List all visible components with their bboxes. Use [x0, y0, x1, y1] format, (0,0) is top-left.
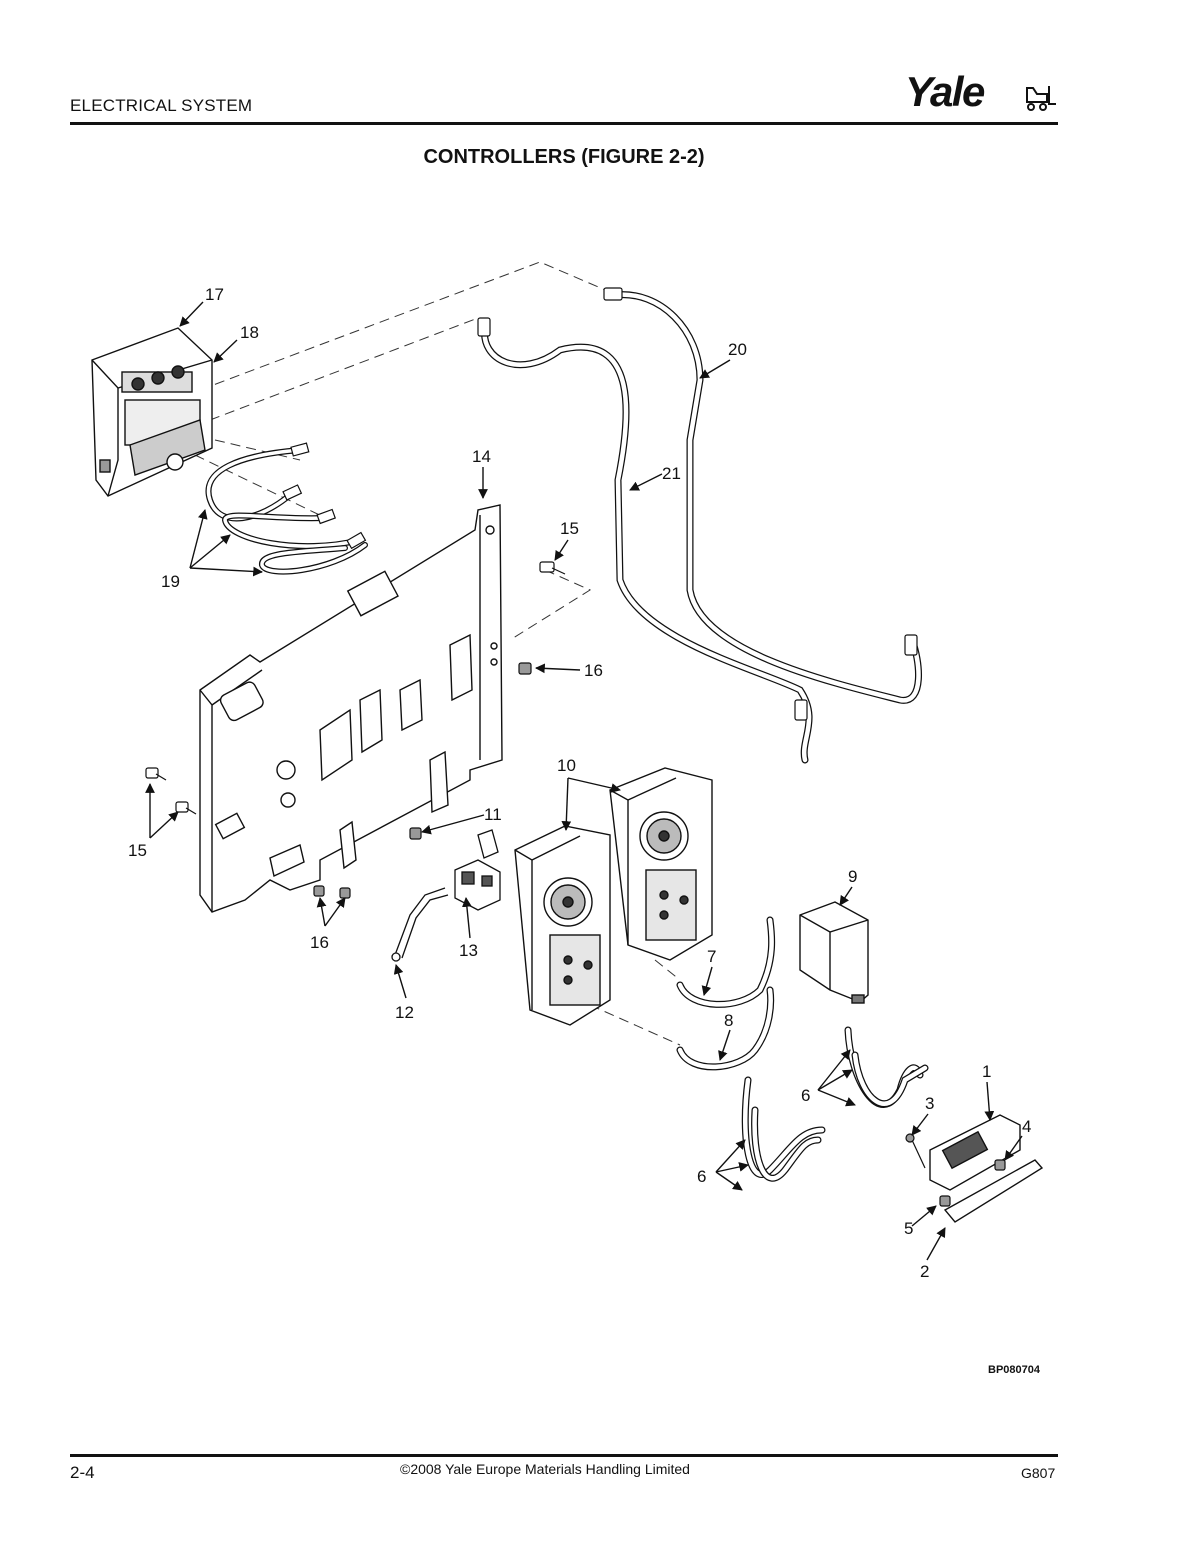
callout-11: 11 [484, 805, 502, 824]
brand-wordmark: Yale [905, 68, 985, 115]
leader-arrows [145, 301, 1023, 1261]
part-15-bolts [145, 561, 566, 815]
part-1-control-module [929, 1114, 1021, 1191]
callout-18: 18 [240, 323, 259, 342]
part-11-nut [409, 827, 422, 840]
part-6-cable-bundle-upper [844, 1026, 929, 1108]
drawing-id: BP080704 [988, 1364, 1040, 1376]
callout-9: 9 [848, 867, 857, 886]
parts-3-4-5-fasteners [905, 1133, 1006, 1207]
footer-divider [70, 1454, 1058, 1457]
part-20-battery-cable [611, 291, 922, 704]
callout-17: 17 [205, 285, 224, 304]
part-17-motor-controller [91, 327, 213, 497]
callout-6-lower: 6 [697, 1167, 706, 1186]
part-9-cover-box [799, 901, 869, 1004]
assembly-dash-lines [194, 261, 681, 1046]
figure-title: CONTROLLERS (FIGURE 2-2) [423, 146, 705, 168]
part-7-cable [676, 916, 776, 1008]
callout-labels: 17 18 19 20 21 14 15 16 15 11 10 16 13 1… [128, 285, 1031, 1281]
page-number: 2-4 [70, 1463, 95, 1482]
callout-13: 13 [459, 941, 478, 960]
part-19-power-cables [205, 447, 368, 575]
callout-19: 19 [161, 572, 180, 591]
callout-20: 20 [728, 340, 747, 359]
callout-15-top: 15 [560, 519, 579, 538]
part-2-bracket [943, 1159, 1044, 1223]
battery-cable-terminals [477, 287, 918, 721]
part-16-nuts [313, 662, 532, 899]
callout-16-right: 16 [584, 661, 603, 680]
callout-5: 5 [904, 1219, 913, 1238]
callout-15-left: 15 [128, 841, 147, 860]
copyright-notice: ©2008 Yale Europe Materials Handling Lim… [400, 1461, 690, 1477]
callout-12: 12 [395, 1003, 414, 1022]
section-title: ELECTRICAL SYSTEM [70, 96, 253, 115]
callout-10: 10 [557, 756, 576, 775]
callout-21: 21 [662, 464, 681, 483]
callout-2: 2 [920, 1262, 929, 1281]
part-8-cable [676, 986, 775, 1071]
forklift-icon [1026, 86, 1056, 111]
yale-logo: Yale [905, 68, 1056, 120]
part-10-controller-left [514, 825, 611, 1026]
part-19-cable-lugs [282, 442, 367, 550]
callout-3: 3 [925, 1094, 934, 1113]
callout-7: 7 [707, 947, 716, 966]
part-12-cable-strap [391, 887, 449, 962]
part-21-battery-cable [481, 324, 813, 764]
part-10-controller-right [609, 767, 713, 961]
callout-1: 1 [982, 1062, 991, 1081]
header-divider [70, 122, 1058, 125]
callout-6-upper: 6 [801, 1086, 810, 1105]
part-13-contactor [454, 829, 501, 911]
document-code: G807 [1021, 1465, 1056, 1481]
part-14-mounting-panel [199, 504, 503, 913]
part-6-cable-bundle-lower [741, 1076, 826, 1182]
callout-8: 8 [724, 1011, 733, 1030]
callout-16-bottom: 16 [310, 933, 329, 952]
callout-4: 4 [1022, 1117, 1031, 1136]
callout-14: 14 [472, 447, 491, 466]
